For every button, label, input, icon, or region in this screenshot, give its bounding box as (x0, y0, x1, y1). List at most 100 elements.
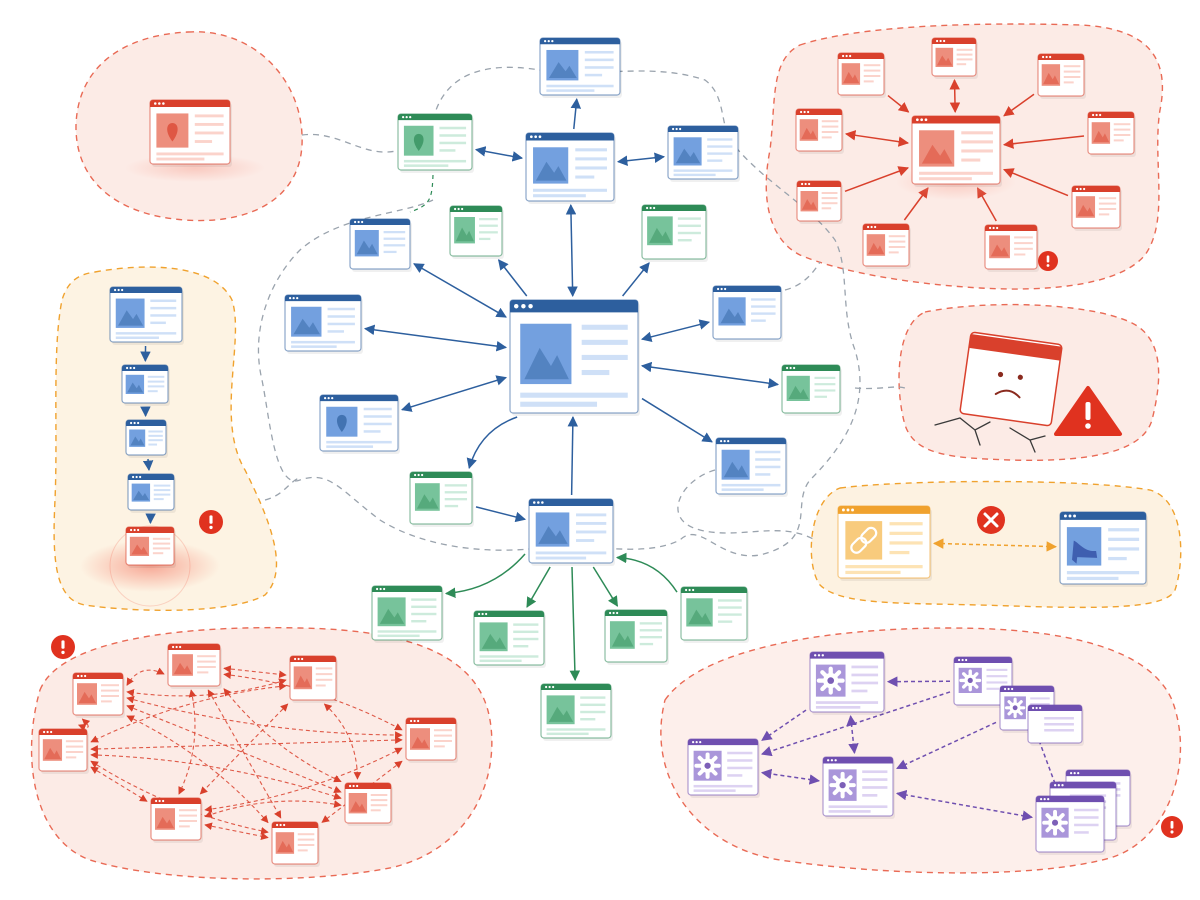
thumbnail (520, 323, 572, 385)
thumbnail (609, 621, 635, 649)
map-pin-icon (336, 414, 347, 433)
gear-icon (694, 752, 721, 779)
map-pin-icon (413, 133, 424, 151)
edge-m4-m5 (90, 736, 403, 753)
page-node-d4 (687, 738, 760, 798)
page-node-m1 (167, 643, 222, 689)
thumbnail (919, 130, 955, 167)
page-node-gb3 (604, 609, 669, 665)
thumbnail (479, 622, 508, 652)
page-node-hs9 (984, 224, 1039, 272)
edge-hs6-hs (844, 166, 909, 193)
mountain-icon (990, 244, 1009, 257)
thumbnail (129, 536, 150, 556)
mountain-icon (44, 747, 62, 760)
sad-face-icon (994, 371, 1023, 399)
page-node-m4 (405, 717, 458, 763)
page-node-gb1 (371, 585, 444, 643)
page-node-hs (911, 115, 1002, 187)
edge-hs1-hs (949, 78, 961, 114)
page-node-c3 (125, 419, 168, 458)
page-node-hs7 (1071, 185, 1122, 231)
edge-hub-l3 (400, 375, 508, 412)
window-titlebar (782, 365, 840, 371)
edge-m3-m5 (77, 718, 91, 732)
mountain-icon (524, 347, 569, 380)
thumbnail (989, 235, 1010, 259)
window-titlebar (474, 611, 544, 617)
edge-hs5-hs (1002, 135, 1085, 149)
broken-page-window (959, 331, 1063, 427)
edge-low-gb5 (569, 566, 581, 682)
map-pin-icon (167, 123, 178, 142)
page-node-gb4 (680, 586, 749, 643)
mountain-icon (78, 691, 96, 704)
thumbnail (77, 683, 97, 705)
page-node-c5 (125, 526, 176, 568)
mountain-icon (788, 385, 809, 399)
window-titlebar (398, 114, 472, 121)
mountain-icon (548, 706, 574, 722)
thumbnail (414, 483, 440, 511)
edge-low-gb1 (444, 553, 526, 599)
window-titlebar (406, 718, 456, 724)
mountain-icon (548, 62, 577, 78)
edge-c3-c4 (142, 458, 154, 472)
window-titlebar (838, 53, 884, 59)
window-titlebar (372, 586, 442, 592)
mountain-icon (455, 227, 474, 242)
window-titlebar (541, 684, 611, 690)
page-node-top (539, 37, 622, 98)
mountain-icon (723, 461, 749, 478)
page-node-m2 (289, 655, 338, 703)
window-titlebar (838, 506, 930, 514)
edge-hub-g1 (497, 259, 528, 297)
window-titlebar (1072, 186, 1120, 192)
window-titlebar (128, 474, 174, 480)
mountain-icon (1077, 204, 1095, 217)
window-titlebar (985, 225, 1037, 231)
window-titlebar (110, 287, 182, 294)
gear-icon (959, 669, 982, 692)
page-node-gb5 (540, 683, 613, 741)
thumbnail (275, 832, 295, 854)
warning-triangle-icon (1054, 386, 1122, 436)
window-titlebar (1050, 782, 1116, 789)
thumbnail (845, 521, 883, 560)
edge-hub-r3 (641, 397, 713, 443)
mountain-icon (611, 632, 634, 647)
thumbnail (686, 598, 713, 627)
page-node-l3 (319, 394, 400, 454)
window-titlebar (605, 610, 667, 616)
window-titlebar (954, 657, 1012, 663)
mountain-icon (130, 436, 145, 446)
window-titlebar (1060, 512, 1146, 520)
mountain-icon (936, 55, 953, 66)
mountain-icon (173, 662, 192, 675)
thumbnail (155, 808, 175, 830)
mountain-icon (675, 148, 701, 164)
window-titlebar (642, 205, 706, 211)
window-titlebar (126, 420, 166, 426)
window-titlebar (39, 729, 87, 735)
page-node-hs2 (837, 52, 886, 98)
connector-dashed-5 (677, 469, 816, 541)
page-node-hs6 (796, 180, 843, 224)
thumbnail (348, 793, 368, 814)
edge-hs3-hs (1003, 93, 1035, 117)
mountain-icon (379, 608, 405, 624)
page-node-hs1 (931, 37, 978, 79)
page-node-hs5 (1087, 111, 1136, 157)
edge-d2-d4 (761, 691, 951, 757)
thumbnail (546, 695, 575, 725)
thumbnail (1091, 122, 1111, 144)
page-node-d2 (953, 656, 1014, 708)
exclamation-icon-mesh (51, 635, 75, 659)
page-node-c2 (121, 364, 170, 406)
edge-hub-l1 (413, 263, 507, 318)
close-icon (977, 506, 1005, 534)
edge-low-hub (567, 415, 579, 496)
edge-d5-d4 (760, 768, 821, 785)
window-titlebar (320, 395, 398, 402)
